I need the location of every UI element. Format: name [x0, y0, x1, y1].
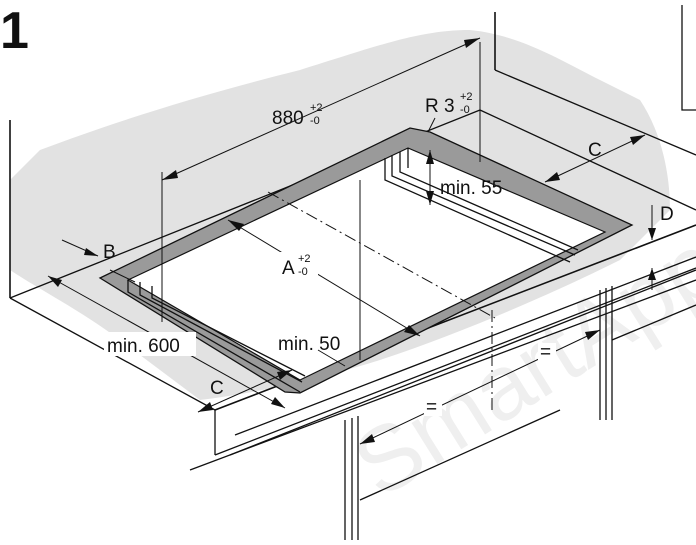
centre-lines [267, 191, 496, 410]
min-50-leader [317, 349, 346, 367]
dimension-b [61, 239, 136, 283]
cabinet-panels [344, 286, 696, 540]
label-c-back: C [588, 140, 602, 161]
dimension-c-back [544, 134, 646, 183]
top-right-bracket [681, 5, 696, 111]
cutout-frame [98, 127, 634, 394]
label-c-front: C [210, 378, 224, 399]
label-b: B [103, 242, 116, 263]
label-equal-right: = [540, 342, 551, 363]
dimension-880 [161, 37, 481, 322]
label-equal-left: = [426, 397, 437, 418]
dimension-a [227, 180, 421, 360]
label-radius: R 3 [425, 96, 455, 117]
label-880: 880 [272, 108, 304, 129]
dimension-min-55 [426, 150, 434, 205]
label-a-bg [278, 252, 318, 278]
label-a-tol-plus: +2 [298, 253, 311, 265]
label-880-tol-minus: -0 [310, 115, 320, 127]
label-d: D [660, 204, 674, 225]
dimension-d [648, 205, 656, 290]
label-min-600-bg [104, 332, 196, 356]
label-min-600: min. 600 [107, 336, 180, 357]
label-a: A [282, 258, 295, 279]
label-radius-tol-plus: +2 [460, 91, 473, 103]
equal-left-bg [424, 398, 442, 416]
figure-number: 1 [0, 2, 29, 60]
label-880-tol-plus: +2 [310, 102, 323, 114]
dimension-c-front [197, 369, 293, 413]
radius-leader [427, 117, 436, 133]
equal-right-bg [538, 343, 556, 361]
label-min-55: min. 55 [440, 178, 502, 199]
label-a-tol-minus: -0 [298, 266, 308, 278]
label-min-50: min. 50 [278, 334, 340, 355]
equal-dimension [359, 329, 601, 445]
label-radius-tol-minus: -0 [460, 104, 470, 116]
